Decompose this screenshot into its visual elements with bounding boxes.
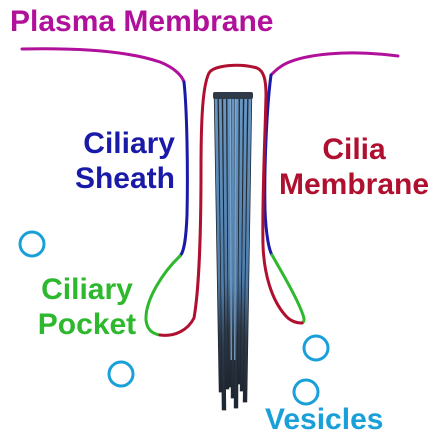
ciliary-pocket-line-2: Pocket: [28, 307, 146, 342]
central-pair-microtubule: [235, 99, 236, 360]
ciliary-sheath-line-2: Sheath: [75, 161, 175, 196]
ciliary-pocket-left: [146, 256, 180, 335]
ciliary-pocket-line-1: Ciliary: [28, 272, 146, 307]
vesicles-label: Vesicles: [265, 402, 383, 437]
vesicles-text: Vesicles: [265, 402, 383, 437]
central-pair-microtubule: [231, 99, 232, 360]
cilia-membrane-line-1: Cilia: [276, 132, 432, 167]
cilia-membrane-line-2: Membrane: [276, 167, 432, 202]
ciliary-sheath-label: Ciliary Sheath: [75, 126, 175, 196]
vesicle: [20, 232, 44, 256]
vesicle: [109, 362, 133, 386]
vesicle: [304, 336, 328, 360]
plasma-membrane-label: Plasma Membrane: [10, 4, 273, 39]
cilia-membrane-label: Cilia Membrane: [276, 132, 432, 202]
plasma-membrane-text: Plasma Membrane: [10, 4, 273, 39]
ciliary-pocket-right: [272, 255, 304, 323]
ciliary-sheath-line-1: Ciliary: [75, 126, 175, 161]
ciliary-sheath-left: [180, 82, 187, 256]
axoneme-tip: [213, 92, 253, 99]
vesicle: [294, 380, 318, 404]
axoneme: [213, 92, 253, 410]
plasma-membrane-left: [22, 49, 184, 82]
ciliary-pocket-label: Ciliary Pocket: [28, 272, 146, 342]
plasma-membrane-right: [271, 53, 398, 75]
